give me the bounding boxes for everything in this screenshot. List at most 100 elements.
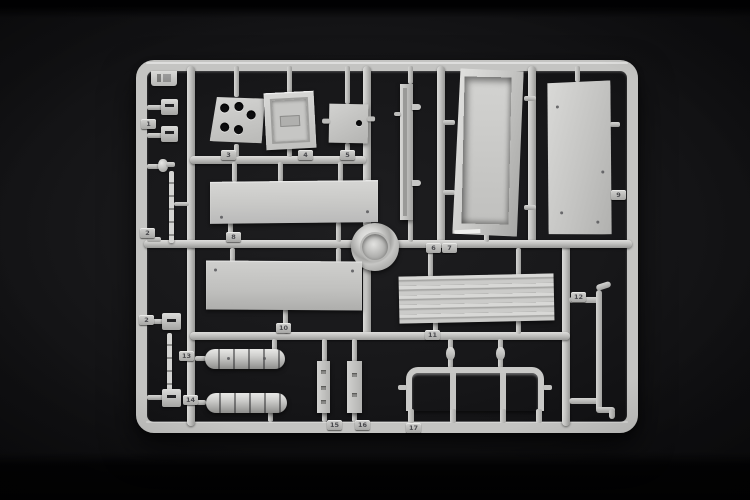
part-square-plate: [321, 103, 376, 144]
ejector-mark: [351, 269, 354, 273]
part-banded-rod: [167, 333, 172, 399]
l-rod-foot: [596, 407, 615, 413]
part-clamp-bracket: [161, 126, 178, 142]
part-flat-side-panel: [545, 80, 613, 235]
ejector-mark: [560, 211, 563, 214]
plate-hole: [246, 110, 256, 120]
ejector-mark: [214, 268, 217, 272]
strip-detail: [321, 400, 326, 404]
ejector-mark: [263, 357, 266, 360]
backdrop-bottom-shadow: [0, 452, 750, 500]
runner-stub: [268, 412, 273, 422]
hatch-recess: [269, 97, 311, 144]
runner-stub: [408, 66, 413, 84]
runner-stub: [336, 222, 341, 242]
part-segmented-cylinder-upper: [205, 349, 285, 369]
part-pin-fitting: [158, 159, 168, 172]
part-detail-strip-right: [347, 361, 362, 413]
runner-horizontal-lower: [190, 332, 570, 340]
runner-stub: [147, 395, 164, 400]
letter-tab-emboss: [163, 74, 171, 82]
runner-stub: [408, 219, 413, 242]
runner-stub: [575, 66, 580, 82]
runner-stub: [195, 356, 206, 361]
part-number-tag-9: 9: [611, 190, 626, 200]
rack-leg: [536, 409, 542, 423]
runner-stub: [147, 133, 163, 138]
clamp-slot: [167, 395, 176, 398]
runner-stub: [234, 144, 239, 157]
part-long-panel-upper: [210, 180, 378, 224]
runner-stub: [336, 248, 341, 263]
runner-stub: [524, 96, 536, 101]
clamp-slot: [165, 131, 174, 134]
part-number-tag-11: 11: [425, 330, 440, 340]
ejector-mark: [601, 170, 604, 173]
part-number-tag-13: 13: [179, 351, 194, 361]
rack-side-peg: [543, 385, 552, 390]
gate-bulge: [446, 347, 455, 360]
part-number-tag-6: 6: [426, 243, 441, 253]
runner-vertical-center-upper: [363, 66, 371, 228]
runner-vertical-mid-right: [437, 66, 445, 246]
runner-stub: [443, 190, 455, 195]
runner-stub: [524, 205, 536, 210]
part-channel-rail: [394, 84, 421, 220]
part-number-tag-2b: 2: [139, 315, 154, 325]
ejector-mark: [556, 105, 559, 108]
runner-stub: [195, 400, 206, 405]
part-number-tag-8: 8: [226, 232, 241, 242]
frame-bottom-highlight: [146, 421, 628, 423]
channel-groove: [403, 88, 407, 216]
rail-bracket: [412, 104, 421, 110]
l-rod-foot-knob: [609, 409, 615, 419]
gate-bulge: [496, 347, 505, 360]
part-tube-rack-frame: [406, 367, 544, 411]
runner-stub: [287, 147, 292, 157]
part-number-tag-15: 15: [327, 420, 342, 430]
runner-stub: [283, 309, 288, 334]
part-l-rod: [596, 290, 602, 412]
part-number-tag-10: 10: [276, 323, 291, 333]
strip-detail: [352, 373, 357, 377]
runner-stub: [272, 339, 277, 351]
part-number-tag-14: 14: [183, 395, 198, 405]
runner-stub: [484, 232, 489, 242]
runner-stub: [147, 237, 161, 242]
runner-stub: [322, 411, 327, 422]
ejector-mark: [227, 357, 230, 360]
backdrop-top-shadow: [0, 0, 750, 18]
runner-stub: [232, 162, 237, 182]
rack-side-peg: [398, 385, 407, 390]
runner-stub: [569, 398, 599, 404]
runner-stub: [287, 66, 292, 93]
part-number-tag-16: 16: [355, 420, 370, 430]
letter-tab-emboss: [157, 74, 161, 82]
runner-stub: [443, 120, 455, 125]
runner-stub: [516, 248, 521, 277]
plate-hole: [234, 125, 244, 135]
runner-stub: [234, 66, 239, 97]
runner-stub: [352, 339, 357, 362]
runner-stub: [516, 320, 521, 334]
rack-leg: [450, 409, 456, 423]
rack-leg: [408, 409, 414, 423]
plate-side-stub: [321, 118, 331, 124]
part-clamp-bracket: [162, 389, 181, 407]
part-number-tag-7: 7: [442, 243, 457, 253]
runner-vertical-center-lower: [363, 266, 371, 336]
runner-stub: [230, 248, 235, 263]
part-number-tag-4: 4: [298, 150, 313, 160]
runner-stub: [322, 339, 327, 362]
plate-side-stub: [367, 116, 376, 122]
plate-hole: [355, 120, 363, 127]
ejector-mark: [366, 210, 369, 214]
ejector-mark: [220, 215, 223, 219]
part-banded-rod: [169, 171, 174, 243]
box-bright-edge: [454, 229, 480, 234]
part-number-tag-12: 12: [571, 292, 586, 302]
part-open-box: [452, 68, 523, 236]
hatch-core-recess: [279, 114, 301, 127]
runner-stub: [147, 319, 164, 324]
